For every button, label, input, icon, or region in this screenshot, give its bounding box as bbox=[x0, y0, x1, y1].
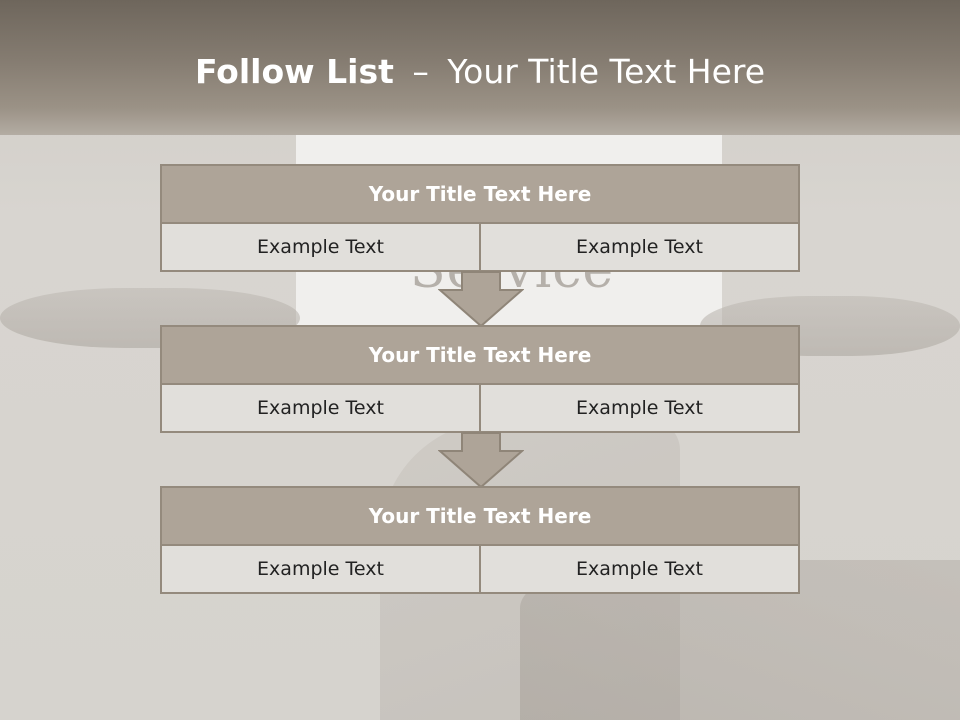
block-title: Your Title Text Here bbox=[162, 327, 798, 385]
block-cell-left: Example Text bbox=[162, 385, 479, 431]
block-cell-right: Example Text bbox=[479, 385, 798, 431]
block-cell-right: Example Text bbox=[479, 546, 798, 592]
slide-title: Follow List – Your Title Text Here bbox=[0, 52, 960, 102]
block-row: Example Text Example Text bbox=[162, 224, 798, 270]
block-title: Your Title Text Here bbox=[162, 166, 798, 224]
slide-title-bold: Follow List bbox=[194, 52, 394, 91]
block-title: Your Title Text Here bbox=[162, 488, 798, 546]
down-arrow-icon bbox=[438, 271, 524, 328]
header-band bbox=[0, 0, 960, 135]
block-row: Example Text Example Text bbox=[162, 546, 798, 592]
block-row: Example Text Example Text bbox=[162, 385, 798, 431]
list-block-1: Your Title Text Here Example Text Exampl… bbox=[160, 164, 800, 272]
list-block-3: Your Title Text Here Example Text Exampl… bbox=[160, 486, 800, 594]
block-cell-right: Example Text bbox=[479, 224, 798, 270]
slide-title-rest: Your Title Text Here bbox=[447, 52, 766, 91]
block-cell-left: Example Text bbox=[162, 546, 479, 592]
slide-title-separator: – bbox=[412, 52, 429, 91]
block-cell-left: Example Text bbox=[162, 224, 479, 270]
down-arrow-icon bbox=[438, 432, 524, 489]
list-block-2: Your Title Text Here Example Text Exampl… bbox=[160, 325, 800, 433]
